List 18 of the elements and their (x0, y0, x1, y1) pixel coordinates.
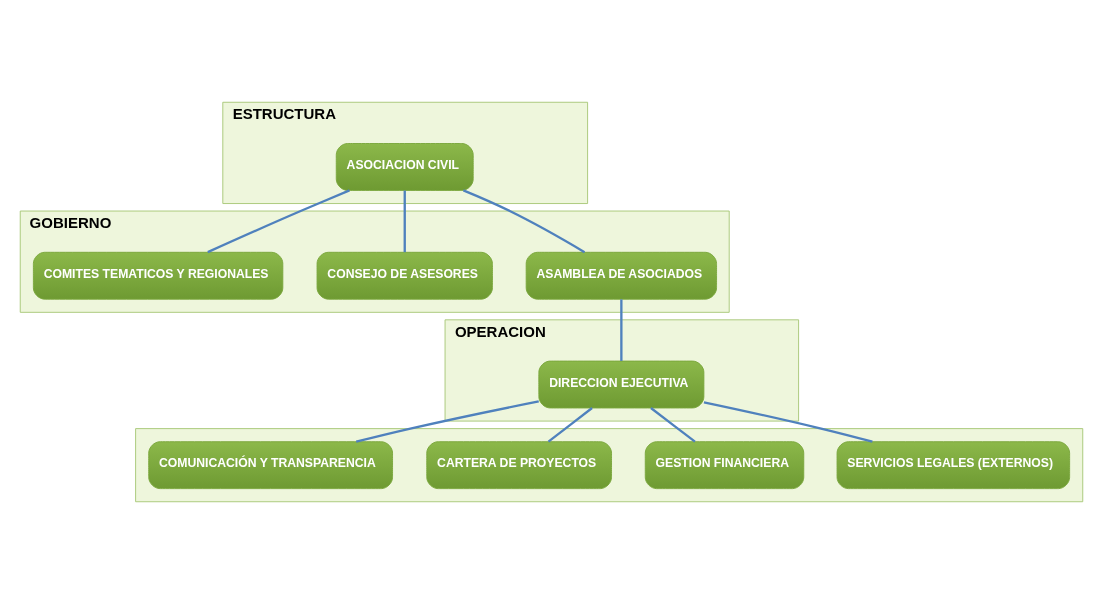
connector (355, 399, 539, 443)
node-box: ASAMBLEA DE ASOCIADOS (525, 251, 717, 300)
connector (620, 298, 623, 361)
node-box: DIRECCION EJECUTIVA (538, 360, 705, 408)
node-box: GESTION FINANCIERA (644, 440, 805, 489)
node-box: COMITES TEMATICOS Y REGIONALES (32, 251, 284, 300)
node-box: CARTERA DE PROYECTOS (426, 440, 612, 489)
node-box: CONSEJO DE ASESORES (316, 251, 493, 300)
cluster (135, 427, 1084, 502)
connector (703, 400, 873, 443)
node-box: SERVICIOS LEGALES (EXTERNOS) (836, 440, 1071, 489)
node-box: ASOCIACION CIVIL (335, 142, 474, 191)
connector (650, 406, 696, 443)
connector (207, 188, 350, 253)
connector (462, 188, 586, 253)
connector (547, 406, 593, 443)
node-box: COMUNICACIÓN Y TRANSPARENCIA (148, 440, 394, 489)
connector (403, 190, 406, 252)
